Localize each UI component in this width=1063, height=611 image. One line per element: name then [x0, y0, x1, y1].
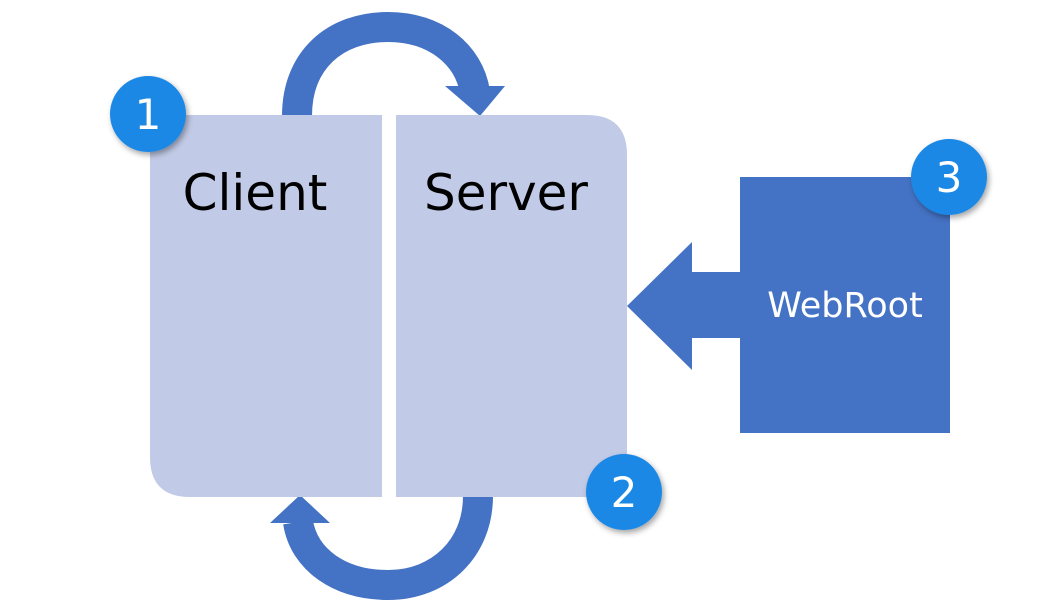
webroot-badge: 3	[911, 139, 987, 215]
server-badge: 2	[586, 454, 662, 530]
bottom-curved-arrow-icon	[270, 495, 493, 601]
client-badge: 1	[110, 76, 186, 152]
server-panel: Server	[396, 115, 627, 497]
server-label: Server	[424, 164, 588, 222]
client-badge-number: 1	[135, 90, 162, 139]
client-panel: Client	[150, 115, 382, 497]
webroot-label: WebRoot	[767, 286, 923, 326]
webroot-to-server-arrow-icon	[627, 242, 740, 370]
webroot-badge-number: 3	[936, 153, 963, 202]
webroot-box: WebRoot	[740, 177, 950, 433]
server-badge-number: 2	[611, 468, 638, 517]
top-curved-arrow-icon	[282, 11, 505, 117]
client-label: Client	[183, 164, 328, 222]
